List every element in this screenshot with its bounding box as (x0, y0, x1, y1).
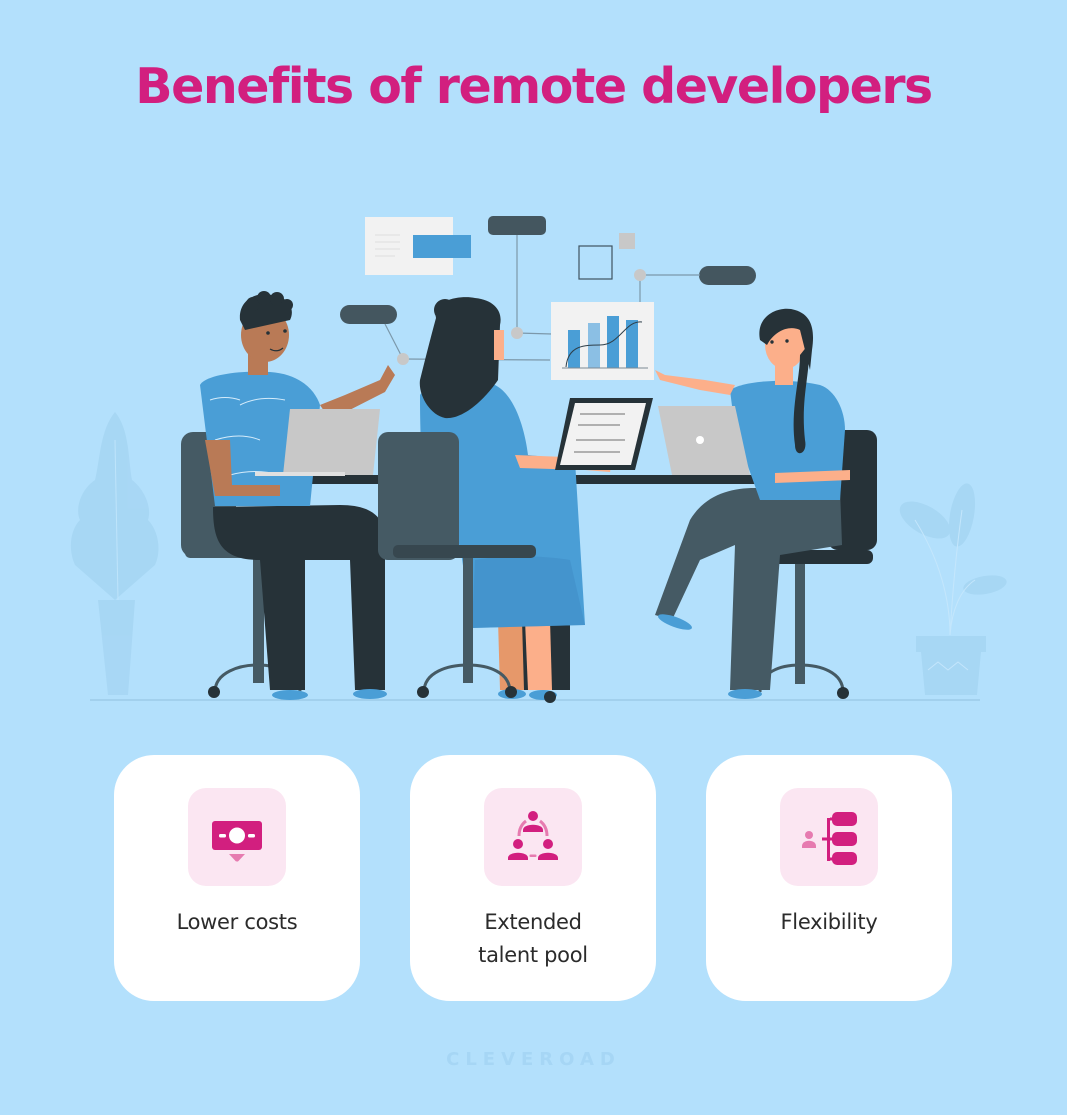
ui-card-icon (365, 217, 471, 275)
benefit-card-extended-talent-pool: Extended talent pool (410, 755, 656, 1001)
icon-container (188, 788, 286, 886)
page-title: Benefits of remote developers (135, 58, 933, 115)
team-network-icon (508, 811, 558, 860)
benefit-label-line-2: talent pool (478, 943, 588, 967)
benefits-list: Lower costs Extended talent pool (114, 755, 954, 1001)
benefit-card-lower-costs: Lower costs (114, 755, 360, 1001)
woman-braid-figure-icon (655, 308, 877, 699)
person-hierarchy-icon (802, 812, 857, 865)
brand-watermark: CLEVEROAD (446, 1049, 621, 1070)
plant-right-icon (899, 483, 1007, 695)
plant-left-icon (70, 412, 159, 695)
bar-chart-card-icon (551, 302, 654, 380)
man-figure-icon (181, 291, 395, 700)
benefit-label: Extended talent pool (478, 906, 588, 972)
woman-back-figure-icon (378, 297, 653, 703)
benefit-label-line-1: Extended (484, 910, 582, 934)
benefit-card-flexibility: Flexibility (706, 755, 952, 1001)
benefit-label: Flexibility (780, 910, 878, 934)
icon-container (780, 788, 878, 886)
benefit-label: Lower costs (176, 910, 298, 934)
team-illustration (0, 200, 1067, 720)
money-down-icon (212, 821, 262, 862)
icon-container (484, 788, 582, 886)
